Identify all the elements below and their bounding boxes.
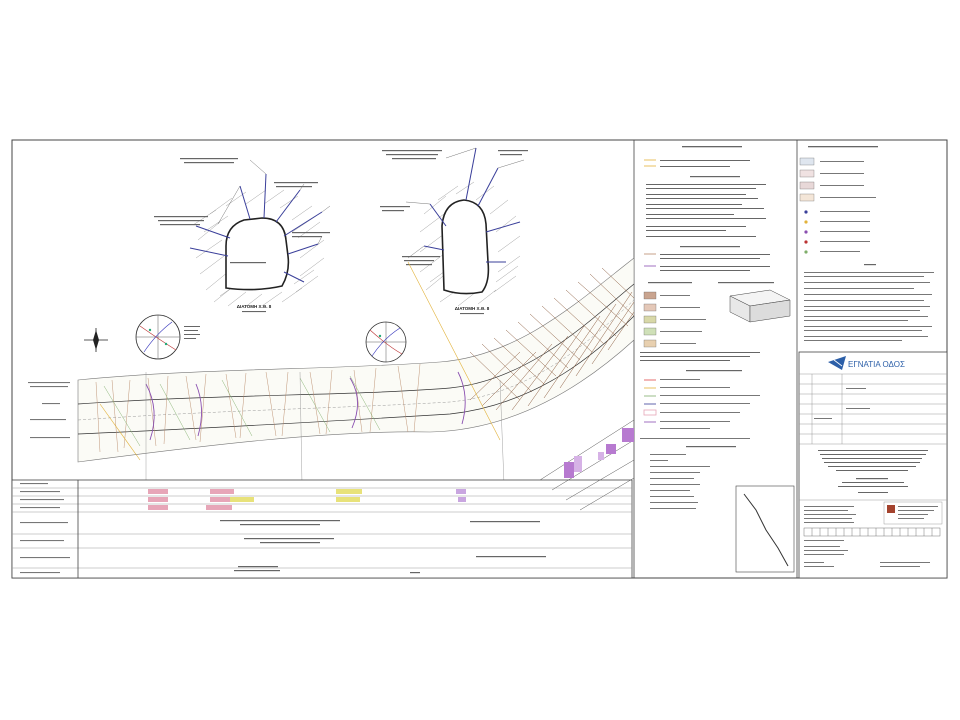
title-block <box>798 351 948 579</box>
stereonet-icon-2 <box>365 321 407 363</box>
drawing-number-cells <box>803 527 941 537</box>
longitudinal-profile-table <box>11 419 635 579</box>
isometric-sketch <box>729 289 791 323</box>
tunnel-profile-left <box>225 217 290 291</box>
key-plan <box>735 485 795 573</box>
logo-icon: ΕΓΝΑΤΙΑ ΟΔΟΣ <box>828 356 905 370</box>
legend-column <box>640 146 795 573</box>
section-left-title: ΔΙΑΤΟΜΗ Χ.Θ. 8 <box>237 304 272 309</box>
stereonet-icon <box>135 314 200 360</box>
title-block-column: ΕΓΝΑΤΙΑ ΟΔΟΣ <box>798 146 948 579</box>
north-arrow-icon <box>84 328 108 352</box>
plan-view-corridor <box>77 257 635 485</box>
tunnel-profile-right <box>441 199 490 295</box>
tunnel-section-left: ΔΙΑΤΟΜΗ Χ.Θ. 8 <box>154 158 331 313</box>
logo-text: ΕΓΝΑΤΙΑ ΟΔΟΣ <box>848 360 905 369</box>
tunnel-section-right: ΔΙΑΤΟΜΗ Χ.Θ. 8 <box>380 147 528 315</box>
row-labels-plan <box>28 382 70 439</box>
section-right-title: ΔΙΑΤΟΜΗ Χ.Θ. 8 <box>455 306 490 311</box>
